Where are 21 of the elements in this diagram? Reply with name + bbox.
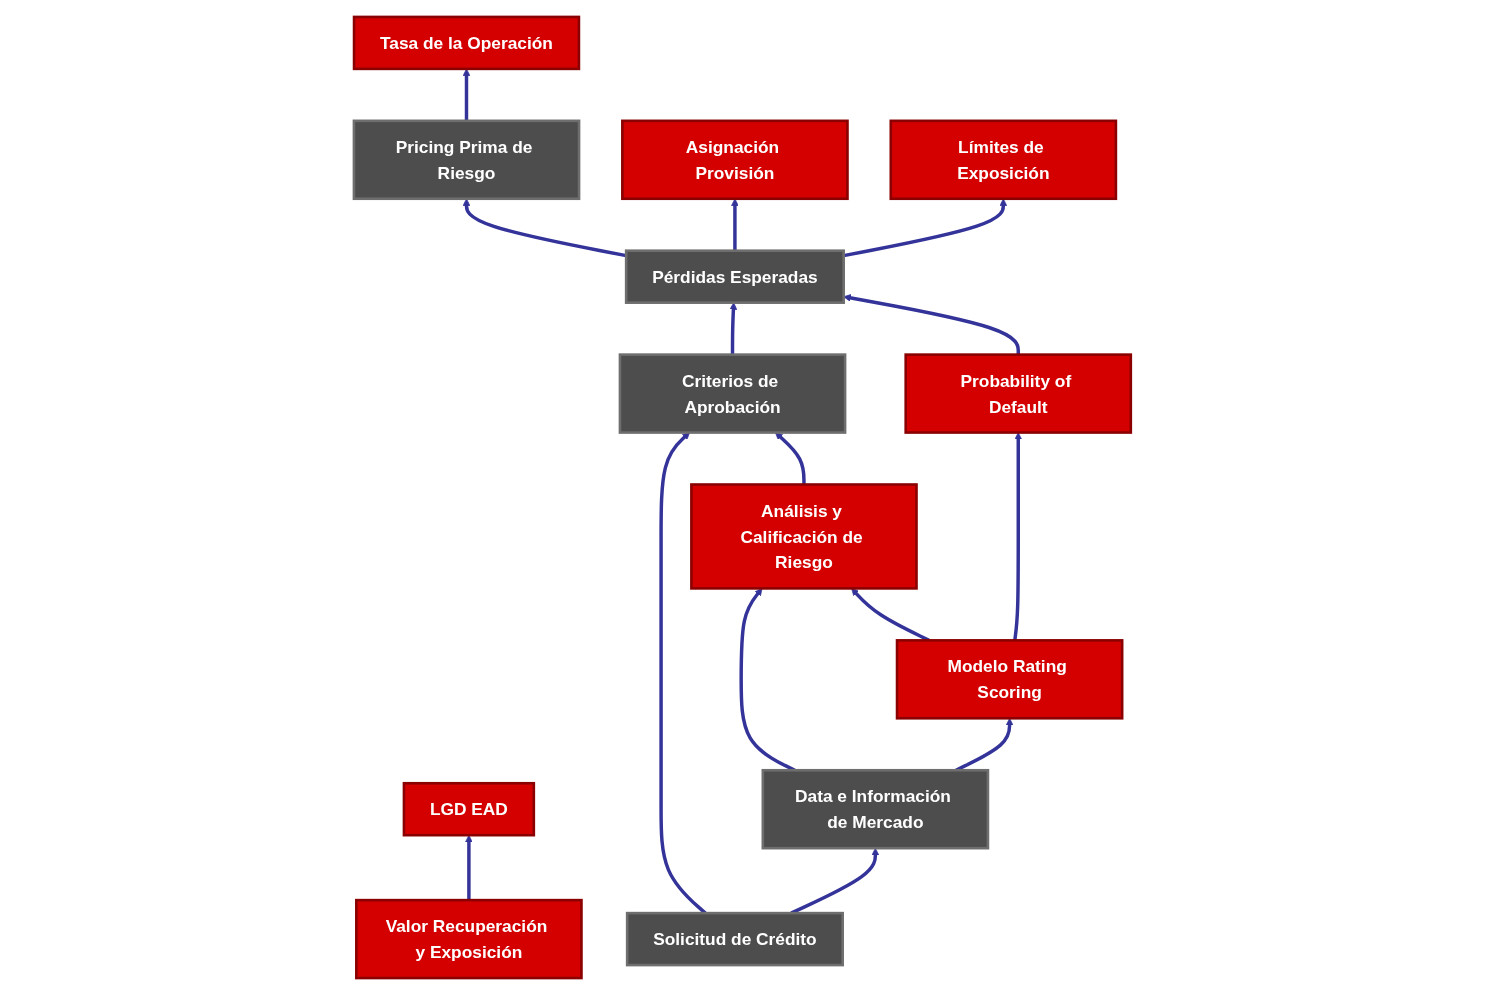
- node-box: Criterios de Aprobación: [618, 353, 847, 434]
- node-box: Tasa de la Operación: [352, 15, 581, 71]
- arrow: [843, 198, 1008, 258]
- node-box: Pricing Prima de Riesgo: [352, 119, 581, 201]
- node-box: Modelo Rating Scoring: [895, 639, 1124, 720]
- node-box: Valor Recuperación y Exposición: [355, 898, 583, 980]
- node-box: Pérdidas Esperadas: [625, 249, 846, 304]
- arrow: [775, 432, 806, 485]
- arrow: [1013, 432, 1023, 641]
- node-box: Análisis y Calificación de Riesgo: [690, 483, 918, 590]
- node-box: Solicitud de Crédito: [626, 911, 845, 967]
- node-box: Límites de Exposición: [889, 119, 1118, 201]
- node-box: Probability of Default: [904, 353, 1133, 434]
- arrow: [843, 294, 1021, 355]
- node-box: Data e Información de Mercado: [761, 768, 990, 850]
- arrow: [731, 198, 739, 251]
- arrow: [462, 198, 627, 258]
- arrow: [462, 68, 471, 121]
- node-box: LGD EAD: [402, 781, 536, 837]
- node-box: Asignación Provisión: [621, 119, 849, 201]
- arrow: [729, 302, 738, 355]
